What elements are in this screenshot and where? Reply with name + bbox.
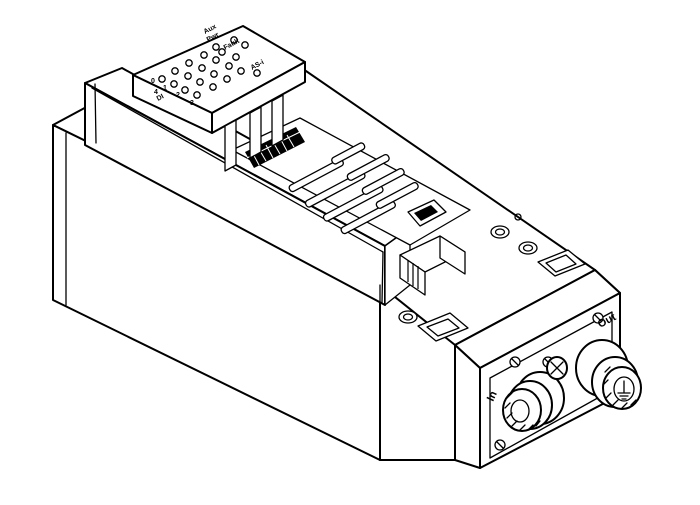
led-panel: Aux Pwr Fault AS-i 0 1 2 3 4 DI [132, 23, 306, 172]
slot-group [288, 142, 419, 235]
label-di: DI [156, 93, 166, 102]
square-terminal-left [417, 312, 469, 342]
screw-mid [490, 225, 510, 239]
led-indicators [158, 36, 261, 99]
label-num-4: 4 [154, 89, 158, 96]
label-led-3: 3 [190, 100, 194, 107]
screw-top-right [518, 241, 538, 255]
connector-in [502, 371, 565, 432]
label-led-1: 1 [163, 85, 167, 92]
label-led-2: 2 [176, 92, 180, 99]
rj-connector [399, 235, 466, 296]
screw-left [398, 310, 418, 324]
center-fitting [546, 356, 568, 380]
label-led-0: 0 [151, 78, 155, 85]
base-fixtures [398, 213, 586, 342]
square-connector [407, 199, 447, 227]
end-cap: In Out [454, 269, 642, 469]
square-terminal-right [537, 249, 586, 277]
ground-symbol [617, 380, 631, 400]
connector-out [575, 339, 642, 410]
